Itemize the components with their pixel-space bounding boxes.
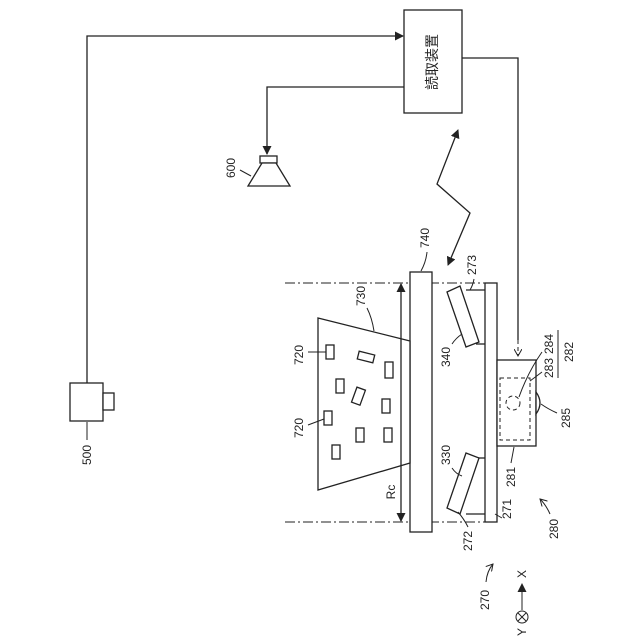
leader-740 xyxy=(421,252,427,271)
reading-unit-281 xyxy=(497,360,540,446)
camera-500 xyxy=(70,383,114,421)
label-273: 273 xyxy=(465,255,479,275)
item-720 xyxy=(332,445,340,459)
label-280: 280 xyxy=(547,519,561,539)
leader-600 xyxy=(240,170,251,176)
tray-730 xyxy=(318,318,410,490)
reader-device: 読取装置 xyxy=(404,10,462,113)
label-285: 285 xyxy=(559,408,573,428)
reader-device-label: 読取装置 xyxy=(424,34,441,90)
reader-to-speaker-line xyxy=(267,87,404,154)
label-500: 500 xyxy=(80,445,94,465)
item-720 xyxy=(382,399,390,413)
leader-730 xyxy=(367,308,374,331)
item-720 xyxy=(326,345,334,359)
label-rc: Rc xyxy=(384,485,398,500)
antenna-340 xyxy=(447,286,479,347)
label-600: 600 xyxy=(224,158,238,178)
pointer-270 xyxy=(486,564,493,582)
label-720-a: 720 xyxy=(292,345,306,365)
axis-label-x: X xyxy=(515,570,529,578)
leader-281 xyxy=(511,447,514,463)
base-plate-271 xyxy=(485,283,497,522)
label-740: 740 xyxy=(418,228,432,248)
plate-740 xyxy=(410,272,432,532)
leader-273 xyxy=(470,279,474,290)
wireless-link-icon xyxy=(437,130,470,265)
label-281: 281 xyxy=(504,467,518,487)
item-720 xyxy=(385,362,393,378)
label-272: 272 xyxy=(461,531,475,551)
axes-indicator: X Y xyxy=(515,570,529,636)
label-282: 282 xyxy=(562,342,576,362)
axis-label-y: Y xyxy=(515,628,529,636)
label-283: 283 xyxy=(542,358,556,378)
leader-340 xyxy=(452,334,462,344)
label-271: 271 xyxy=(500,499,514,519)
item-720 xyxy=(324,411,332,425)
label-330: 330 xyxy=(439,445,453,465)
pointer-280 xyxy=(540,499,550,514)
lens-285 xyxy=(536,392,540,414)
label-730: 730 xyxy=(354,286,368,306)
label-284: 284 xyxy=(542,334,556,354)
label-720-b: 720 xyxy=(292,418,306,438)
item-720 xyxy=(356,428,364,442)
leader-285 xyxy=(541,404,557,413)
item-720 xyxy=(384,428,392,442)
label-270: 270 xyxy=(478,590,492,610)
item-720 xyxy=(336,379,344,393)
label-340: 340 xyxy=(439,347,453,367)
speaker-600 xyxy=(248,156,290,186)
